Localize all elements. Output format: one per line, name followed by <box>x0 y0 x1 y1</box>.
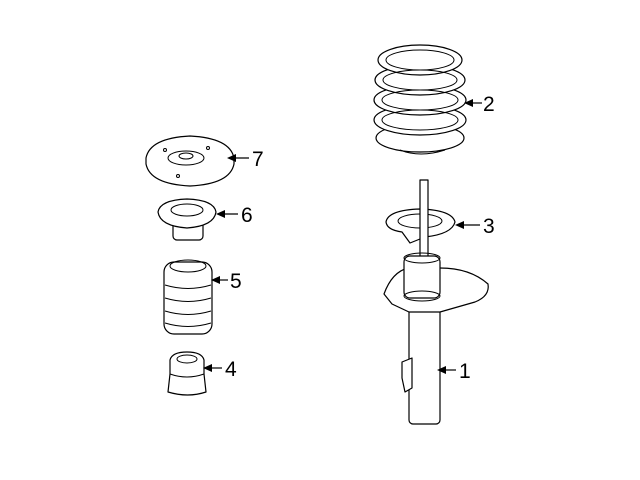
callout-label-3: 3 <box>483 215 495 238</box>
callout-label-7: 7 <box>252 148 264 171</box>
dust-boot-part[interactable] <box>163 259 213 335</box>
callout-label-5: 5 <box>230 270 242 293</box>
strut-mount-part[interactable] <box>145 135 235 187</box>
callout-label-1: 1 <box>459 360 471 383</box>
coil-spring-part[interactable] <box>373 44 467 155</box>
callout-3[interactable]: 3 <box>455 215 495 238</box>
callout-label-2: 2 <box>483 93 495 116</box>
strut-assembly-part[interactable] <box>383 179 489 425</box>
callout-4[interactable]: 4 <box>203 358 237 381</box>
callout-label-6: 6 <box>241 204 253 227</box>
callout-6[interactable]: 6 <box>216 204 253 227</box>
callout-7[interactable]: 7 <box>227 148 264 171</box>
strut-bearing-part[interactable] <box>157 198 217 241</box>
bump-stop-part[interactable] <box>167 351 207 396</box>
callout-label-4: 4 <box>225 358 237 381</box>
callout-1[interactable]: 1 <box>437 360 471 383</box>
callout-5[interactable]: 5 <box>211 270 242 293</box>
callout-2[interactable]: 2 <box>464 93 495 116</box>
